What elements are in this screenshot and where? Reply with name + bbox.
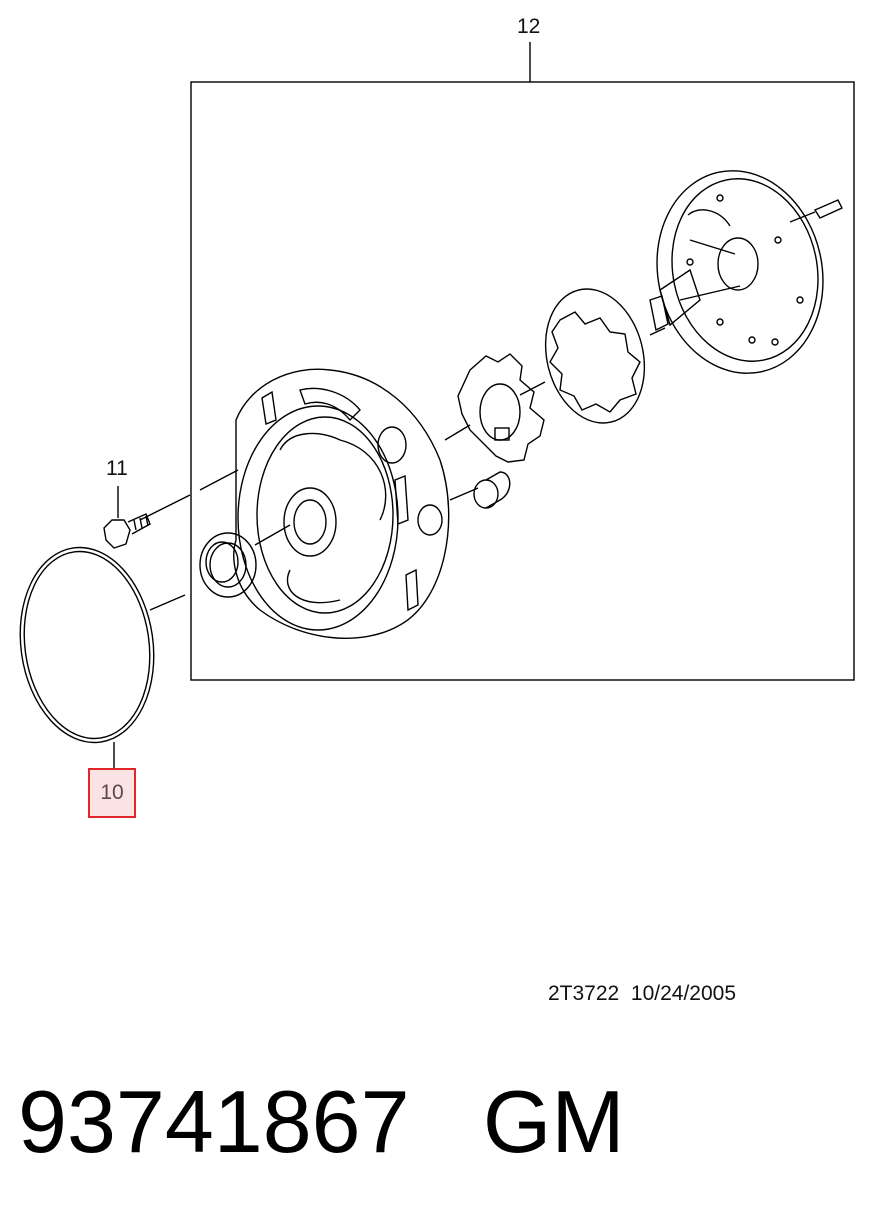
- inner-gear: [457, 353, 545, 463]
- callout-10: 10: [100, 781, 124, 804]
- part-number: 93741867: [18, 1072, 410, 1171]
- assembly-frame: [190, 81, 855, 681]
- pump-housing: [233, 368, 450, 639]
- o-ring-seal-10: [19, 546, 155, 768]
- callout-12: 12: [517, 15, 541, 38]
- part-number-line: 93741867 GM: [18, 1078, 625, 1166]
- bolt-11: [103, 486, 151, 549]
- stator-cover: [649, 170, 843, 374]
- brand: GM: [482, 1072, 625, 1171]
- seal-bearing: [199, 532, 257, 598]
- callout-11: 11: [106, 457, 128, 480]
- bushing: [473, 471, 511, 509]
- callout-10-highlight[interactable]: 10: [88, 768, 136, 818]
- outer-gear-ring: [544, 288, 646, 424]
- drawing-reference: 2T3722 10/24/2005: [548, 982, 736, 1005]
